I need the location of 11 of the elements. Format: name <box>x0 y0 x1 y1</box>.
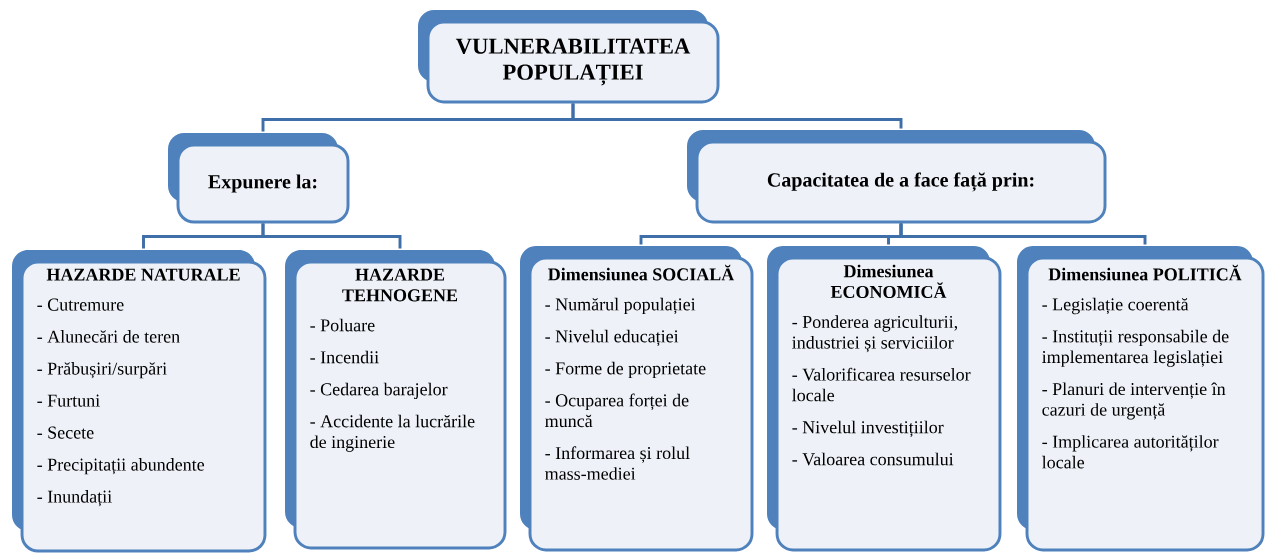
connector <box>899 223 1147 245</box>
category-box: VULNERABILITATEA POPULAȚIEI <box>418 10 720 104</box>
category-box: Capacitatea de a face față prin: <box>687 130 1107 224</box>
category-box: Expunere la: <box>168 133 350 224</box>
list-card: HAZARDE NATURALE - Cutremure - Alunecări de teren - Prăbușiri/surpări - Furtuni - Secete - Precipitații abundente - Inundații <box>12 250 267 553</box>
list-card: Dimensiunea SOCIALĂ - Numărul populației - Nivelul educației - Forme de proprietate - Ocuparea forței de muncă - Informarea și rolul mass-mediei <box>520 246 754 552</box>
connector <box>571 103 903 129</box>
list-card: Dimesiunea ECONOMICĂ - Ponderea agriculturii, industriei și serviciilor - Valorificarea resurselor locale - Nivelul investițiilor - Valoarea consumului <box>767 246 1002 552</box>
connector <box>261 223 402 249</box>
list-card: HAZARDE TEHNOGENE - Poluare - Incendii - Cedarea barajelor - Accidente la lucrările de inginerie <box>285 250 507 550</box>
list-card: Dimensiunea POLITICĂ - Legislație coerentă - Instituții responsabile de implementarea legislației - Planuri de intervenție în cazuri de urgență - Implicarea autorităților locale <box>1017 246 1265 552</box>
